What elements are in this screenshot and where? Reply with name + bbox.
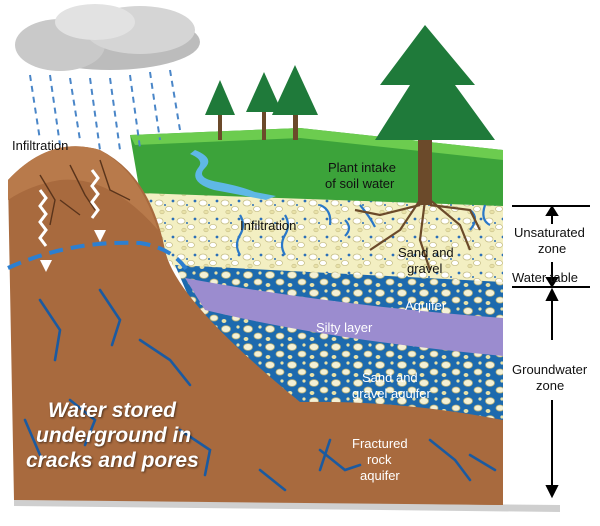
label-water-stored-3: cracks and pores — [26, 449, 199, 472]
label-plant-intake-2: of soil water — [325, 176, 395, 191]
small-trees — [205, 65, 318, 140]
label-water-table: Water table — [512, 270, 578, 285]
tree-roots — [354, 199, 481, 271]
label-water-stored-2: underground in — [36, 424, 192, 447]
rain — [29, 69, 181, 151]
label-fractured-1: Fractured — [352, 436, 408, 451]
hill-cracks — [39, 159, 131, 226]
big-tree — [375, 25, 495, 205]
left-hill — [8, 146, 503, 505]
stream — [190, 150, 276, 200]
label-sand-gravel-aquifer-2: gravel aquifer — [352, 386, 431, 401]
silty-layer — [185, 278, 503, 356]
rock-fractures — [23, 288, 497, 492]
label-fractured-2: rock — [367, 452, 392, 467]
label-sand-gravel-aquifer-1: Sand and — [362, 370, 418, 385]
label-aquifer: Aquifer — [405, 298, 447, 313]
cloud — [15, 4, 200, 71]
label-sand-gravel-1: Sand and — [398, 245, 454, 260]
water-table-dashed — [7, 240, 192, 277]
label-unsaturated-2: zone — [538, 241, 567, 256]
unsaturated-layer — [140, 192, 503, 285]
label-fractured-3: aquifer — [360, 468, 400, 483]
label-groundwater-2: zone — [536, 378, 565, 393]
label-infiltration-left: Infiltration — [12, 138, 69, 153]
block-shadow — [14, 500, 560, 512]
label-sand-gravel-2: gravel — [407, 261, 443, 276]
label-silty-layer: Silty layer — [316, 320, 373, 335]
label-infiltration-center: Infiltration — [240, 218, 297, 233]
label-unsaturated-1: Unsaturated — [514, 225, 585, 240]
hill-infiltration-arrows — [38, 169, 100, 247]
label-water-stored-1: Water stored — [48, 399, 176, 422]
label-groundwater-1: Groundwater — [512, 362, 588, 377]
label-plant-intake-1: Plant intake — [328, 160, 396, 175]
zone-markers — [512, 205, 590, 499]
